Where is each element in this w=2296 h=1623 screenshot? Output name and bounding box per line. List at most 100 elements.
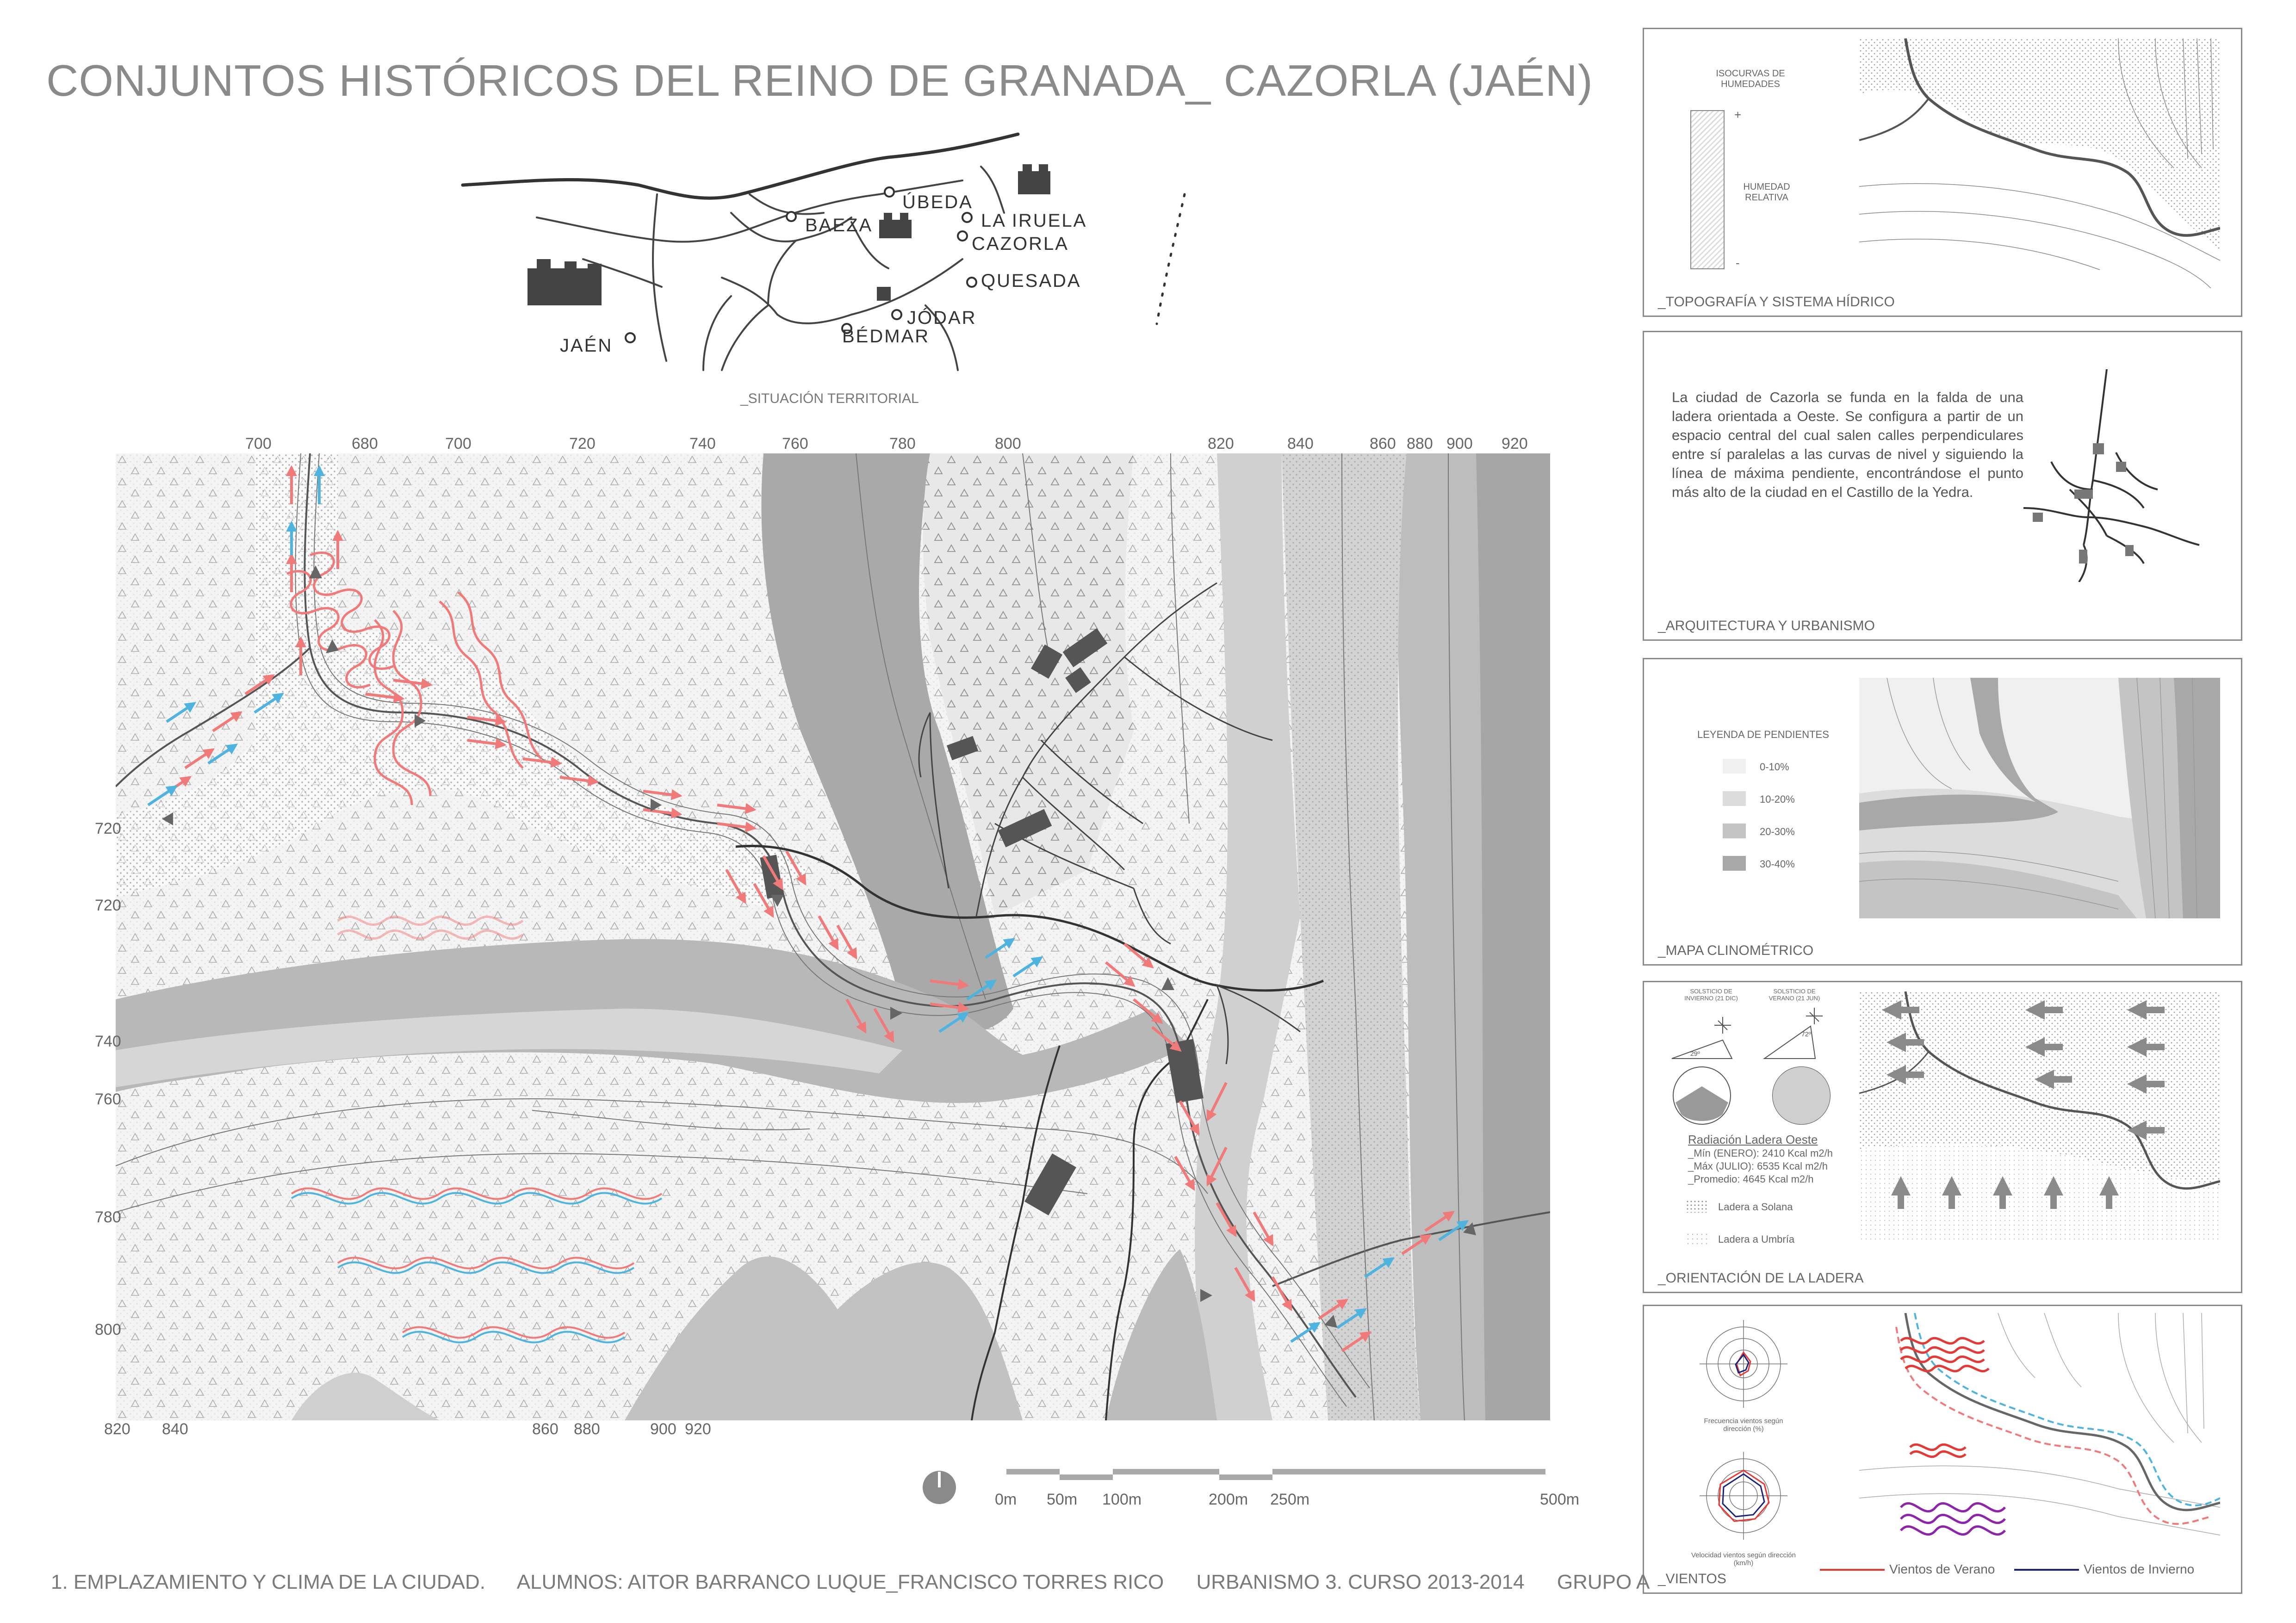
map-tick-top-5: 760 [782,435,808,452]
humedad-legend-title: ISOCURVAS DE HUMEDADES [1716,68,1785,89]
topografia-map [1859,38,2220,288]
map-tick-left-2: 740 [95,1033,121,1050]
footer-section: 1. EMPLAZAMIENTO Y CLIMA DE LA CIUDAD. [51,1571,485,1593]
radiacion-min: _Mín (ENERO): 2410 Kcal m2/h [1688,1147,1833,1159]
north-icon [923,1471,956,1504]
solana-swatch [1686,1200,1707,1213]
pendiente-swatch-0 [1723,759,1746,774]
scale-label-0: 0m [995,1491,1017,1508]
town-bedmar: BÉDMAR [842,326,930,347]
radiacion-promedio: _Promedio: 4645 Kcal m2/h [1688,1173,1814,1185]
pendiente-label-3: 30-40% [1760,858,1795,870]
map-tick-left-4: 780 [95,1208,121,1226]
pendiente-label-0: 0-10% [1760,761,1789,773]
solsticio-verano-label: SOLSTICIO DE VERANO (21 JUN) [1769,988,1820,1002]
umbria-label: Ladera a Umbría [1718,1233,1795,1245]
vientos-verano-label: Vientos de Verano [1889,1562,1995,1576]
footer-grupo: GRUPO A [1557,1571,1650,1593]
panel-arquitectura: La ciudad de Cazorla se funda en la fald… [1643,331,2242,641]
map-tick-top-3: 720 [569,435,596,452]
map-tick-bottom-4: 900 [650,1420,676,1438]
map-tick-top-2: 700 [445,435,472,452]
pendiente-label-2: 20-30% [1760,826,1795,837]
pendiente-label-1: 10-20% [1760,793,1795,805]
map-tick-bottom-1: 840 [162,1420,188,1438]
vientos-invierno-line [2014,1569,2079,1571]
arquitectura-street-map [2023,369,2200,582]
pendiente-swatch-3 [1723,856,1746,871]
humedad-label: HUMEDAD RELATIVA [1743,182,1790,203]
humedad-plus: + [1734,108,1742,122]
map-tick-top-12: 900 [1446,435,1473,452]
panel-orientacion-title: _ORIENTACIÓN DE LA LADERA [1658,1270,1864,1286]
panel-arquitectura-title: _ARQUITECTURA Y URBANISMO [1658,618,1875,633]
map-tick-top-4: 740 [689,435,716,452]
map-tick-top-1: 680 [352,435,378,452]
page-title: CONJUNTOS HISTÓRICOS DEL REINO DE GRANAD… [46,56,1593,105]
pendientes-legend-title: LEYENDA DE PENDIENTES [1697,729,1829,740]
map-tick-bottom-2: 860 [532,1420,558,1438]
scale-label-5: 500m [1540,1491,1580,1508]
map-tick-left-5: 800 [95,1321,121,1338]
scale-bar [1006,1469,1545,1480]
town-jaen: JAÉN [560,335,613,356]
map-tick-left-3: 760 [95,1090,121,1108]
town-la-iruela: LA IRUELA [981,211,1087,231]
panel-vientos-title: _VIENTOS [1658,1571,1726,1586]
clinometrico-map [1859,678,2220,918]
map-tick-top-10: 860 [1370,435,1396,452]
vientos-invierno-label: Vientos de Invierno [2084,1562,2195,1576]
map-tick-top-8: 820 [1208,435,1234,452]
angle-winter: 29º [1690,1050,1700,1057]
map-tick-top-13: 920 [1502,435,1528,452]
vientos-verano-line [1820,1569,1885,1571]
sun-angle-diagram: 29º 72º [1671,1008,1831,1125]
map-tick-top-7: 800 [995,435,1021,452]
radiacion-max: _Máx (JULIO): 6535 Kcal m2/h [1688,1160,1828,1172]
pendiente-swatch-2 [1723,824,1746,838]
panel-clinometrico: LEYENDA DE PENDIENTES 0-10% 10-20% 20-30… [1643,658,2242,966]
map-tick-left-1: 720 [95,897,121,914]
map-tick-bottom-3: 880 [574,1420,600,1438]
wind-rose-frequency [1700,1320,1787,1408]
arquitectura-text: La ciudad de Cazorla se funda en la fald… [1672,389,2023,500]
map-tick-left-0: 720 [95,820,121,837]
humedad-minus: - [1736,256,1740,270]
orientacion-map [1859,991,2220,1241]
pendiente-swatch-1 [1723,791,1746,806]
wind-rose-speed-caption: Velocidad vientos según dirección (km/h) [1691,1551,1796,1567]
angle-summer: 72º [1801,1030,1811,1038]
panel-clinometrico-title: _MAPA CLINOMÉTRICO [1658,943,1814,958]
humedad-legend-bar [1690,110,1725,269]
footer-alumnos: ALUMNOS: AITOR BARRANCO LUQUE_FRANCISCO … [516,1571,1164,1593]
scale-label-3: 200m [1209,1491,1248,1508]
umbria-swatch [1686,1232,1707,1245]
solana-label: Ladera a Solana [1718,1201,1793,1213]
town-quesada: QUESADA [981,271,1081,291]
map-tick-top-9: 840 [1287,435,1314,452]
map-tick-top-11: 880 [1407,435,1433,452]
solsticio-invierno-label: SOLSTICIO DE INVIERNO (21 DIC) [1684,988,1738,1002]
town-jodar: JÓDAR [907,307,977,328]
vientos-map [1859,1313,2220,1536]
scale-label-1: 50m [1047,1491,1078,1508]
panel-topografia: ISOCURVAS DE HUMEDADES + - HUMEDAD RELAT… [1643,28,2242,317]
map-tick-bottom-5: 920 [685,1420,711,1438]
footer: 1. EMPLAZAMIENTO Y CLIMA DE LA CIUDAD. A… [51,1571,1676,1594]
map-tick-top-6: 780 [889,435,916,452]
town-ubeda: ÚBEDA [902,192,973,212]
panel-orientacion: SOLSTICIO DE INVIERNO (21 DIC) SOLSTICIO… [1643,981,2242,1293]
wind-rose-frequency-caption: Frecuencia vientos según dirección (%) [1704,1417,1783,1433]
scale-label-4: 250m [1270,1491,1310,1508]
panel-vientos: Frecuencia vientos según dirección (%) V… [1643,1305,2242,1594]
town-cazorla: CAZORLA [972,234,1069,254]
map-tick-top-0: 700 [245,435,272,452]
map-tick-bottom-0: 820 [104,1420,130,1438]
situacion-caption: _SITUACIÓN TERRITORIAL [740,391,919,406]
scale-label-2: 100m [1102,1491,1142,1508]
radiacion-title: Radiación Ladera Oeste [1688,1133,1818,1146]
footer-curso: URBANISMO 3. CURSO 2013-2014 [1196,1571,1525,1593]
wind-rose-speed [1700,1452,1787,1540]
main-map [116,453,1550,1420]
town-baeza: BAEZA [805,215,873,235]
